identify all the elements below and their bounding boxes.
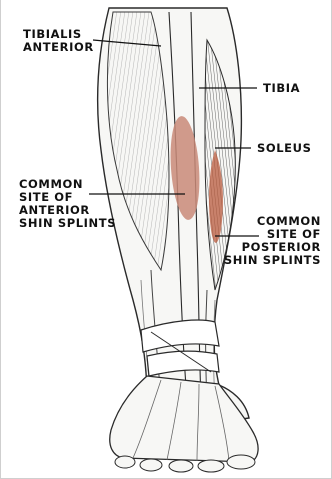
label-tibialis-anterior: TIBIALIS ANTERIOR: [23, 28, 94, 54]
toe: [227, 455, 255, 469]
label-posterior-shin-splints: COMMON SITE OF POSTERIOR SHIN SPLINTS: [224, 215, 321, 267]
toe: [115, 456, 135, 468]
foot-outline: [110, 376, 258, 462]
toe: [140, 459, 162, 471]
label-soleus: SOLEUS: [257, 142, 311, 155]
label-anterior-shin-splints: COMMON SITE OF ANTERIOR SHIN SPLINTS: [19, 178, 116, 230]
toe: [198, 460, 224, 472]
toe: [169, 460, 193, 472]
label-tibia: TIBIA: [263, 82, 300, 95]
